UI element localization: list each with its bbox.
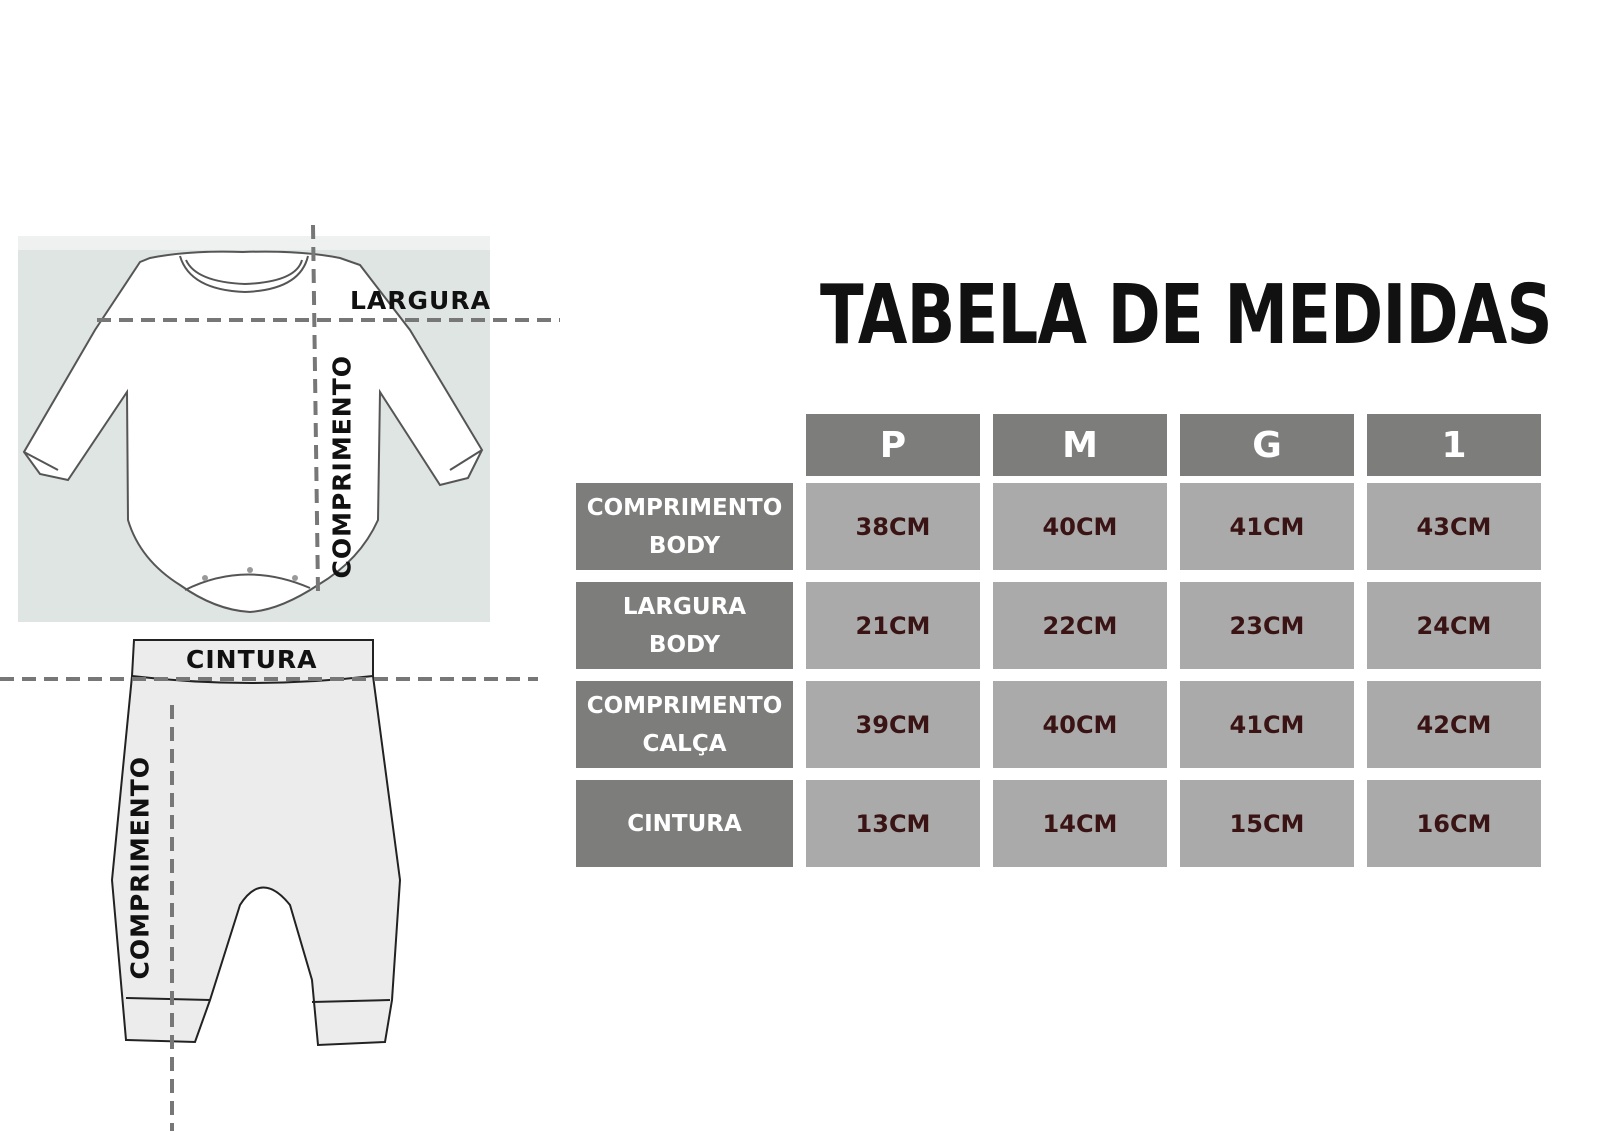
row-label-line2: BODY <box>648 631 721 658</box>
table-cell: 41CM <box>1180 483 1354 570</box>
row-label-line1: COMPRIMENTO <box>586 692 783 719</box>
column-header-m: M <box>993 414 1167 476</box>
table-cell: 14CM <box>993 780 1167 867</box>
table-cell: 22CM <box>993 582 1167 669</box>
table-cell: 13CM <box>806 780 980 867</box>
label-cintura: CINTURA <box>186 645 318 674</box>
row-label-line2: BODY <box>648 532 721 559</box>
table-cell: 23CM <box>1180 582 1354 669</box>
column-header-p: P <box>806 414 980 476</box>
page-title: TABELA DE MEDIDAS <box>820 268 1553 363</box>
label-comprimento-body: COMPRIMENTO <box>327 354 357 579</box>
row-label-largura-body: LARGURA BODY <box>576 582 793 669</box>
body-length-line <box>311 224 320 593</box>
column-header-1: 1 <box>1367 414 1541 476</box>
table-cell: 21CM <box>806 582 980 669</box>
table-cell: 38CM <box>806 483 980 570</box>
row-label-line1: COMPRIMENTO <box>586 494 783 521</box>
label-comprimento-pants: COMPRIMENTO <box>125 755 155 980</box>
table-cell: 16CM <box>1367 780 1541 867</box>
table-cell: 43CM <box>1367 483 1541 570</box>
column-header-g: G <box>1180 414 1354 476</box>
pants-drawing <box>110 639 402 1047</box>
label-largura: LARGURA <box>350 286 491 315</box>
table-cell: 24CM <box>1367 582 1541 669</box>
row-label-line1: CINTURA <box>627 810 742 837</box>
row-label-line1: LARGURA <box>622 593 747 620</box>
table-cell: 39CM <box>806 681 980 768</box>
garment-illustration <box>0 224 560 1131</box>
row-label-line2: CALÇA <box>642 730 727 757</box>
row-label-comprimento-calca: COMPRIMENTO CALÇA <box>576 681 793 768</box>
table-cell: 40CM <box>993 483 1167 570</box>
row-label-cintura: CINTURA <box>576 780 793 867</box>
table-cell: 42CM <box>1367 681 1541 768</box>
table-cell: 15CM <box>1180 780 1354 867</box>
row-label-comprimento-body: COMPRIMENTO BODY <box>576 483 793 570</box>
table-cell: 40CM <box>993 681 1167 768</box>
table-cell: 41CM <box>1180 681 1354 768</box>
